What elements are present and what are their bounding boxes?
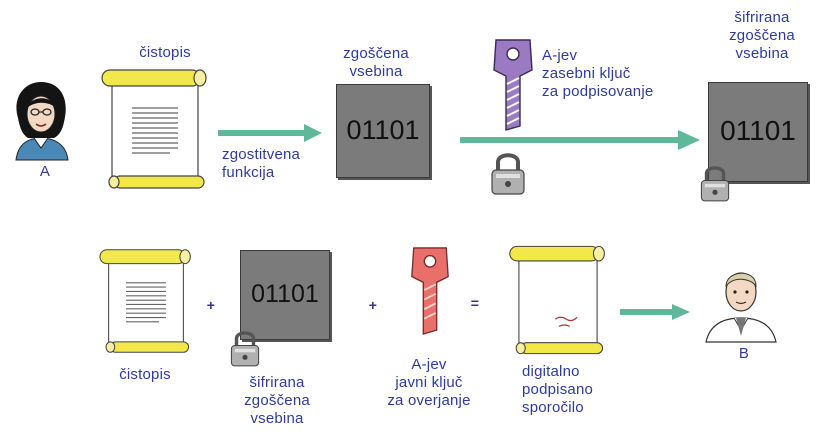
private-key-label-3: za podpisovanje: [542, 83, 654, 100]
person-b-label: B: [738, 345, 750, 362]
digest-label-2: vsebina: [349, 63, 403, 80]
bottom-padlock-icon: [230, 331, 260, 367]
digest-label-1: zgoščena: [343, 45, 409, 62]
person-b-icon: [705, 272, 777, 343]
hash-arrow-icon: [218, 124, 322, 142]
person-a-label: A: [39, 163, 51, 180]
bottom-cleartext-label: čistopis: [119, 366, 171, 383]
private-key-label-2: zasebni ključ: [542, 65, 631, 82]
encrypted-label-2: zgoščena: [729, 27, 795, 44]
bottom-encrypted-label-3: vsebina: [250, 410, 304, 427]
encrypt-arrow-icon: [460, 130, 700, 150]
hash-function-label-2: funkcija: [222, 164, 275, 181]
digest-box: 01101: [336, 84, 430, 178]
public-key-label-1: A-jev: [411, 356, 447, 373]
person-a-icon: [15, 82, 69, 161]
encrypted-label-3: vsebina: [735, 45, 789, 62]
encrypted-padlock-icon: [700, 166, 730, 202]
cleartext-scroll-icon: [101, 69, 207, 189]
hash-function-label-1: zgostitvena: [222, 146, 301, 163]
send-arrow-icon: [620, 304, 690, 320]
bottom-encrypted-label-2: zgoščena: [244, 392, 310, 409]
bottom-encrypted-label-1: šifrirana: [249, 374, 305, 391]
bottom-encrypted-bits: 01101: [251, 280, 319, 308]
signed-message-label-2: podpisano: [522, 381, 594, 398]
public-key-label-3: za overjanje: [387, 392, 471, 409]
public-key-label-2: javni ključ: [395, 374, 463, 391]
signed-message-label-1: digitalno: [522, 363, 580, 380]
encrypted-label-1: šifrirana: [734, 9, 790, 26]
private-key-icon: [493, 39, 533, 131]
private-key-label-1: A-jev: [542, 47, 578, 64]
cleartext-label: čistopis: [139, 44, 191, 61]
encrypted-digest-box: 01101: [708, 82, 808, 182]
encrypted-bits: 01101: [720, 115, 796, 146]
equals-sign: =: [470, 295, 480, 311]
padlock-icon: [491, 153, 525, 195]
bottom-cleartext-scroll-icon: [99, 249, 191, 353]
plus-sign-2: +: [368, 297, 378, 313]
signed-message-scroll-icon: [509, 245, 605, 355]
digest-bits: 01101: [346, 115, 420, 145]
signed-message-label-3: sporočilo: [522, 399, 584, 416]
bottom-encrypted-box: 01101: [240, 250, 330, 340]
plus-sign-1: +: [206, 297, 216, 313]
public-key-icon: [411, 247, 449, 335]
